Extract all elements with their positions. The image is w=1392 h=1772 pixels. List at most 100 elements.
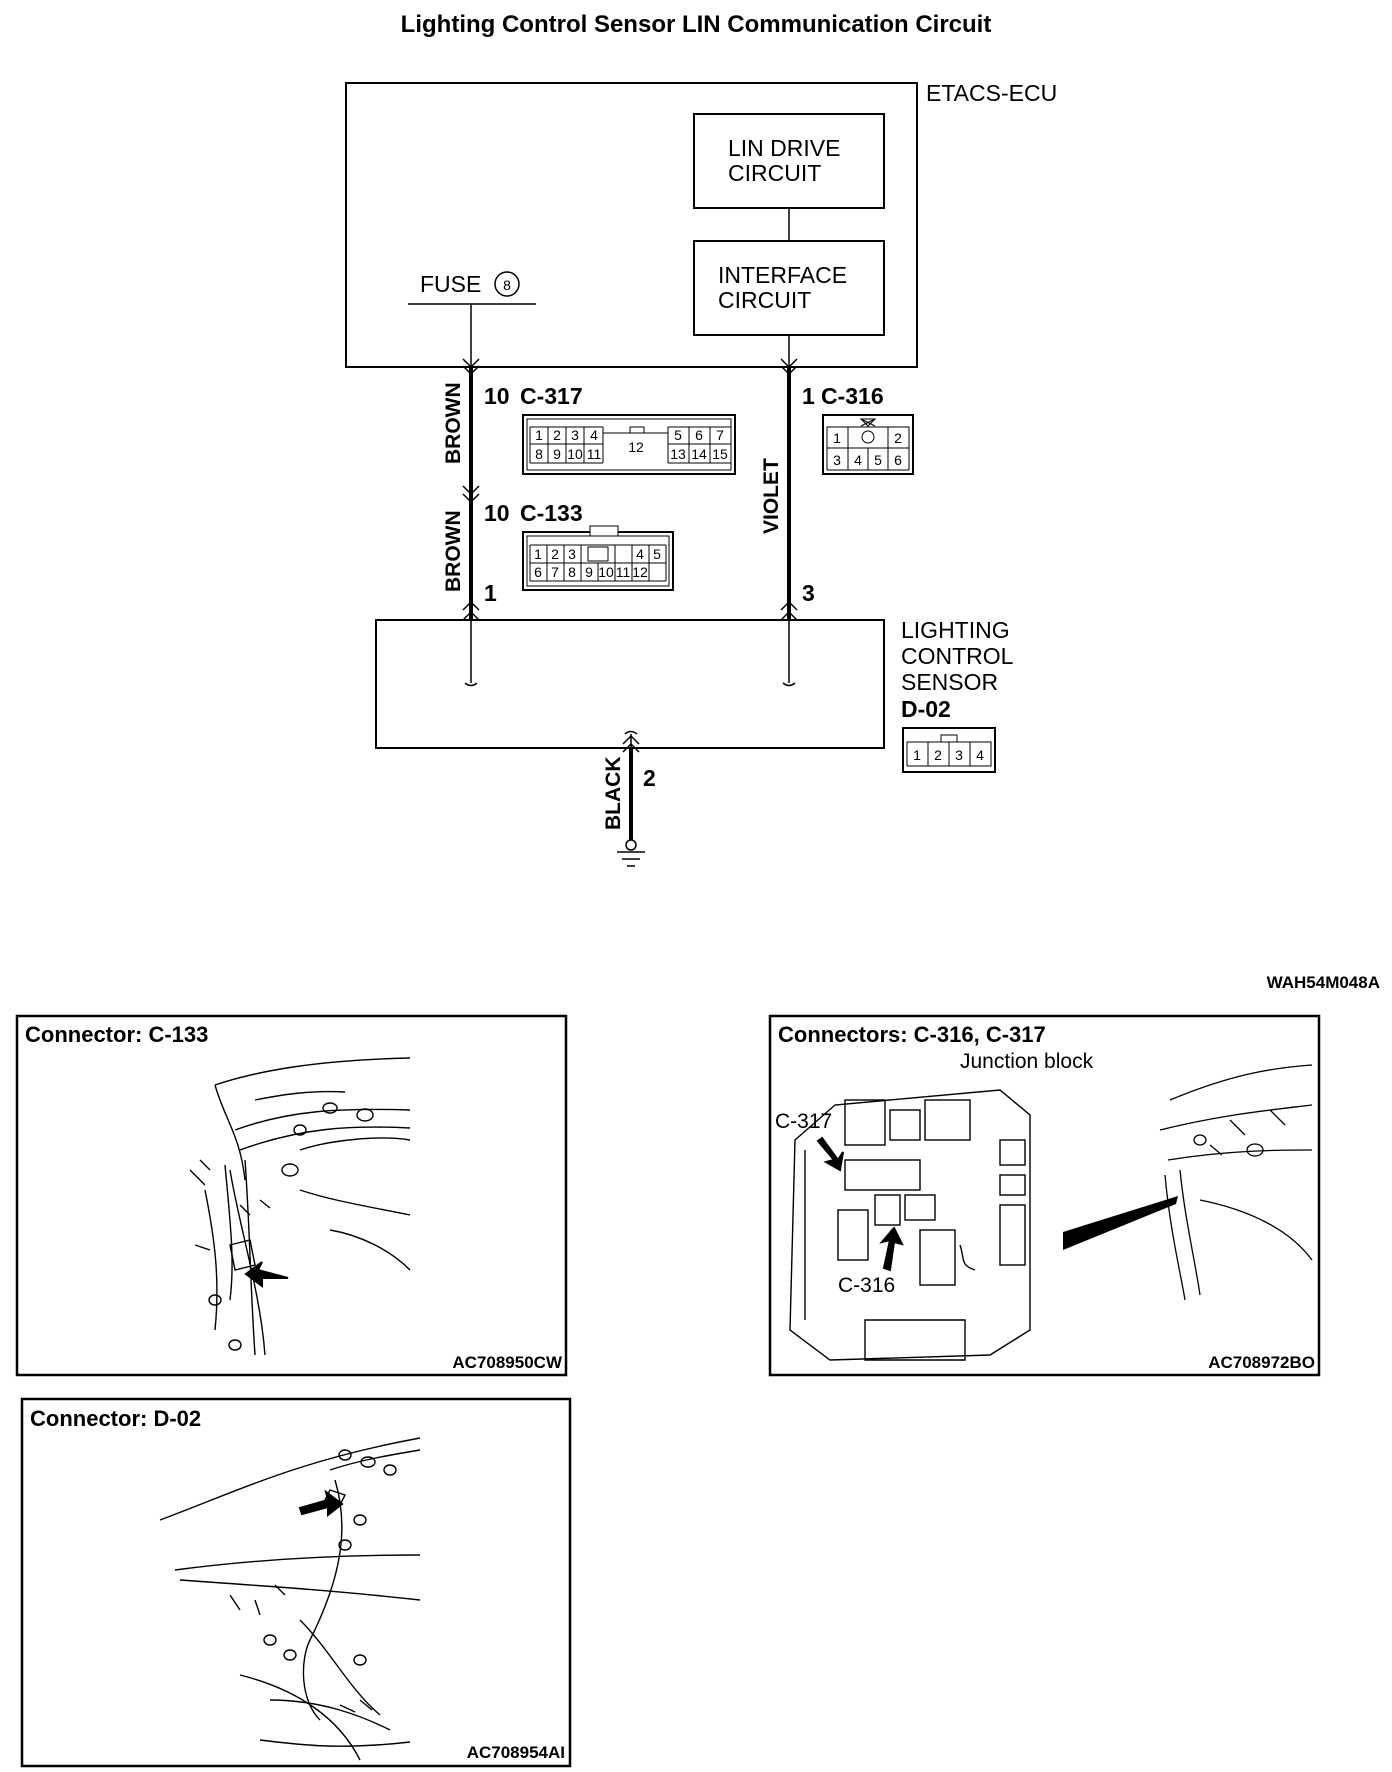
- d02-cell-3: 3: [955, 747, 963, 763]
- d02-cell-4: 4: [976, 747, 984, 763]
- c317-connector-mark: [462, 358, 480, 376]
- c317-pin-number: 10: [484, 383, 510, 409]
- c133-connector-mark: [462, 485, 480, 504]
- c133-arrow-icon: [244, 1261, 289, 1288]
- c317-cell-13: 13: [670, 446, 686, 462]
- panel-c317-callout: C-317: [775, 1110, 832, 1133]
- junction-block-illustration: [789, 1089, 1031, 1361]
- c133-cell-4: 4: [636, 546, 644, 562]
- d02-connector-face: 1 2 3 4: [902, 727, 996, 773]
- c133-connector-face: 1 2 3 4 5 6 7 8 9 10 11 12: [522, 525, 674, 591]
- brown-upper-label: BROWN: [442, 382, 465, 464]
- d02-location-illustration: [159, 1437, 421, 1761]
- ground-icon: [617, 839, 645, 867]
- c316-arrow-icon: [879, 1226, 904, 1272]
- c317-cell-4: 4: [590, 427, 598, 443]
- panel-junction-block-label: Junction block: [960, 1050, 1094, 1073]
- panel-c133-title: Connector: C-133: [25, 1022, 208, 1047]
- c317-cell-14: 14: [691, 446, 707, 462]
- sensor-label-line-3: SENSOR: [901, 669, 998, 695]
- sensor-pin1-mark: [462, 600, 480, 621]
- c316-cell-4: 4: [854, 452, 862, 468]
- panel-c133-code: AC708950CW: [452, 1353, 563, 1372]
- c133-cell-10: 10: [598, 564, 614, 580]
- sensor-label-line-1: LIGHTING: [901, 617, 1010, 643]
- c317-cell-5: 5: [674, 427, 682, 443]
- c316-cell-6: 6: [894, 452, 902, 468]
- c317-cell-2: 2: [553, 427, 561, 443]
- c316-connector-face: 1 2 3 4 5 6: [822, 414, 914, 475]
- c317-name: C-317: [520, 383, 583, 409]
- lin-drive-line-2: CIRCUIT: [728, 160, 821, 186]
- c317-cell-3: 3: [571, 427, 579, 443]
- c133-cell-8: 8: [568, 564, 576, 580]
- pointer-wedge-icon: [1063, 1196, 1178, 1250]
- c133-cell-12: 12: [632, 564, 648, 580]
- c133-name: C-133: [520, 500, 583, 526]
- violet-label: VIOLET: [760, 458, 783, 534]
- panel-c316-c317-title: Connectors: C-316, C-317: [778, 1022, 1046, 1047]
- c316-cell-2: 2: [894, 430, 902, 446]
- c133-cell-1: 1: [534, 546, 542, 562]
- sensor-label-line-2: CONTROL: [901, 643, 1014, 669]
- c133-pin-number: 10: [484, 500, 510, 526]
- c317-cell-9: 9: [553, 446, 561, 462]
- c317-cell-8: 8: [535, 446, 543, 462]
- violet-sensor-terminal: [782, 682, 796, 687]
- d02-cell-1: 1: [913, 747, 921, 763]
- d02-arrow-icon: [298, 1489, 344, 1518]
- fuse-number-circle: [494, 271, 520, 297]
- lin-drive-line-1: LIN DRIVE: [728, 135, 840, 161]
- brown-sensor-terminal: [464, 682, 478, 687]
- c317-cell-15: 15: [712, 446, 728, 462]
- c317-cell-12: 12: [628, 439, 644, 455]
- panel-d02-title: Connector: D-02: [30, 1406, 201, 1431]
- c316-pin-number: 1: [802, 383, 815, 409]
- panel-c316-c317-code: AC708972BO: [1208, 1353, 1315, 1372]
- panel-connectors-c316-c317: Connectors: C-316, C-317 Junction block …: [768, 1014, 1321, 1377]
- c133-cell-7: 7: [551, 564, 559, 580]
- c133-cell-2: 2: [551, 546, 559, 562]
- fuse-label: FUSE: [420, 271, 481, 297]
- c317-cell-1: 1: [535, 427, 543, 443]
- panel-connector-c133: Connector: C-133 AC708950CW: [15, 1014, 568, 1377]
- c316-cell-5: 5: [874, 452, 882, 468]
- ground-internal-terminal: [624, 730, 638, 735]
- c133-cell-11: 11: [616, 564, 631, 580]
- panel-c316-callout: C-316: [838, 1274, 895, 1297]
- sensor-pin-black: 2: [643, 765, 656, 791]
- c317-cell-7: 7: [716, 427, 724, 443]
- interface-line-1: INTERFACE: [718, 262, 847, 288]
- sensor-pin-brown: 1: [484, 580, 497, 606]
- diagram-title: Lighting Control Sensor LIN Communicatio…: [401, 11, 992, 38]
- black-label: BLACK: [602, 757, 625, 831]
- c133-cell-6: 6: [534, 564, 542, 580]
- dashboard-location-illustration: [1159, 1064, 1313, 1301]
- c317-cell-10: 10: [567, 446, 583, 462]
- c317-connector-face: 1 2 3 4 5 6 7 8 9 10 11 12 13 14 15: [522, 414, 736, 475]
- c133-cell-3: 3: [568, 546, 576, 562]
- c133-location-illustration: [189, 1057, 411, 1356]
- c316-cell-1: 1: [833, 430, 841, 446]
- c133-cell-9: 9: [585, 564, 593, 580]
- c133-cell-5: 5: [653, 546, 661, 562]
- sensor-pin3-mark: [780, 600, 798, 621]
- sensor-pin2-mark: [622, 734, 640, 753]
- sensor-pin-violet: 3: [802, 580, 815, 606]
- c316-cell-3: 3: [833, 452, 841, 468]
- interface-line-2: CIRCUIT: [718, 287, 811, 313]
- fuse-number: 8: [503, 277, 511, 293]
- c317-arrow-icon: [816, 1136, 844, 1172]
- brown-lower-label: BROWN: [442, 510, 465, 592]
- panel-d02-code: AC708954AI: [467, 1743, 565, 1762]
- etacs-ecu-box: [345, 82, 918, 368]
- d02-connector-name: D-02: [901, 696, 951, 722]
- c316-name: C-316: [821, 383, 884, 409]
- figure-code: WAH54M048A: [1267, 973, 1380, 992]
- c317-cell-11: 11: [587, 446, 602, 462]
- lighting-control-sensor-box: [375, 619, 885, 749]
- panel-connector-d02: Connector: D-02 AC708954AI: [20, 1397, 572, 1768]
- etacs-ecu-label: ETACS-ECU: [926, 80, 1057, 106]
- c316-connector-mark: [780, 358, 798, 376]
